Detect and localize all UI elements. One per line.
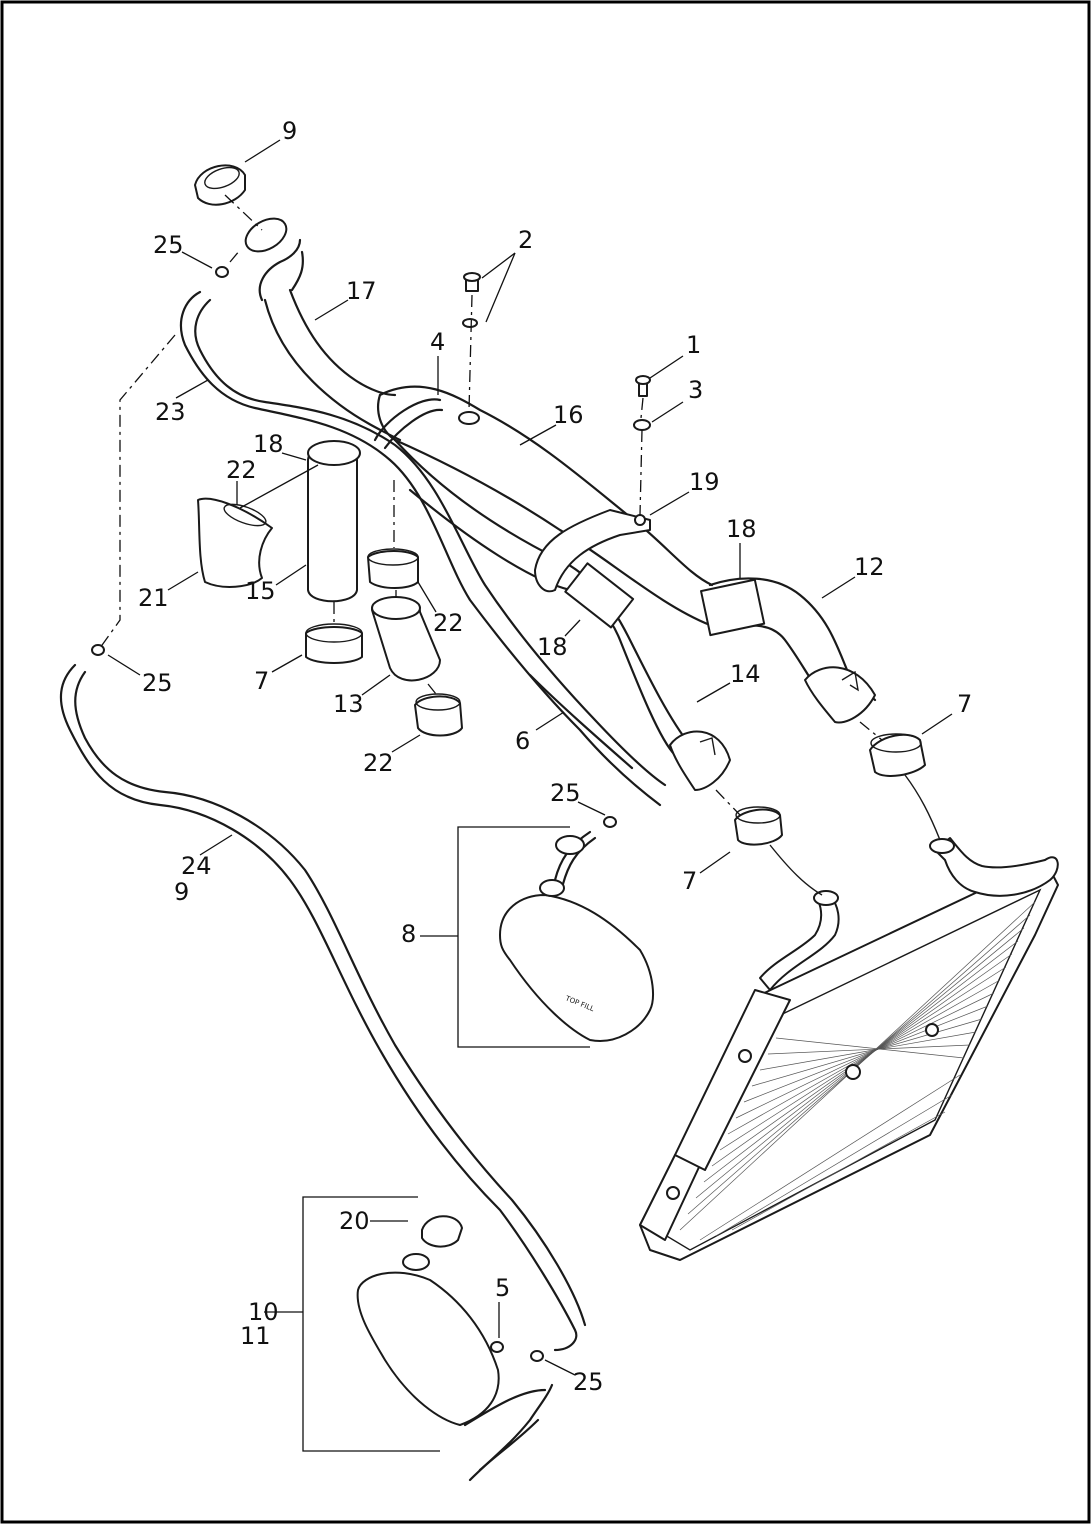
upper-radiator-hose <box>700 577 877 724</box>
callout-8: 8 <box>401 920 416 948</box>
callout-23: 23 <box>155 398 186 426</box>
callout-24: 9 <box>174 878 189 906</box>
leader-lines <box>107 139 953 1376</box>
callout-18-right: 18 <box>726 515 757 543</box>
callout-7-left: 7 <box>254 667 269 695</box>
callout-22-left: 22 <box>226 456 257 484</box>
callout-22-middle: 22 <box>433 609 464 637</box>
callout-1: 1 <box>686 331 701 359</box>
callout-5: 5 <box>495 1274 510 1302</box>
callout-25-left: 25 <box>142 669 173 697</box>
radiator-fins <box>679 901 1036 1241</box>
callout-25-bottom: 25 <box>573 1368 604 1396</box>
lower-radiator-hose <box>393 438 731 791</box>
overflow-hose-upper <box>180 290 667 807</box>
callout-22-bottom: 22 <box>363 749 394 777</box>
main-coolant-tube <box>377 385 714 627</box>
callout-7-center: 7 <box>682 867 697 895</box>
callout-19: 19 <box>689 468 720 496</box>
callout-9-reservoir: 10 <box>248 1298 279 1326</box>
reservoir-box-9-10 <box>302 1196 554 1482</box>
fasteners <box>91 266 651 1362</box>
callout-13: 13 <box>333 690 364 718</box>
callout-12: 12 <box>854 553 885 581</box>
callout-25-middle: 25 <box>550 779 581 807</box>
callout-17: 17 <box>346 277 377 305</box>
callout-20: 20 <box>339 1207 370 1235</box>
callout-4: 4 <box>430 328 445 356</box>
callout-6: 6 <box>515 727 530 755</box>
filler-neck-hose <box>244 217 402 442</box>
callout-25-top: 25 <box>153 231 184 259</box>
callout-15: 15 <box>245 577 276 605</box>
callout-16: 16 <box>553 401 584 429</box>
callout-11: 9 <box>282 117 297 145</box>
callout-labels: 9 25 2 17 4 1 3 16 23 18 22 19 18 12 21 … <box>138 117 972 1396</box>
callout-3: 3 <box>688 376 703 404</box>
callout-21: 21 <box>138 584 169 612</box>
callout-9-hose: 24 <box>181 852 212 880</box>
callout-2: 2 <box>518 226 533 254</box>
callout-10: 11 <box>240 1322 271 1350</box>
alignment-lines <box>99 194 941 896</box>
callout-14: 14 <box>730 660 761 688</box>
hose-15 <box>307 440 361 603</box>
clamps <box>305 548 926 846</box>
callout-7-right: 7 <box>957 690 972 718</box>
radiator-cap-11 <box>194 164 246 206</box>
callout-18-middle: 18 <box>537 633 568 661</box>
callout-18-left: 18 <box>253 430 284 458</box>
strap-4 <box>373 398 444 450</box>
radiator <box>639 837 1059 1261</box>
overflow-hose-long <box>59 663 587 1352</box>
shield-21 <box>197 497 273 588</box>
reservoir-box-8: TOP FILL <box>457 826 654 1048</box>
hose-13 <box>371 596 441 682</box>
